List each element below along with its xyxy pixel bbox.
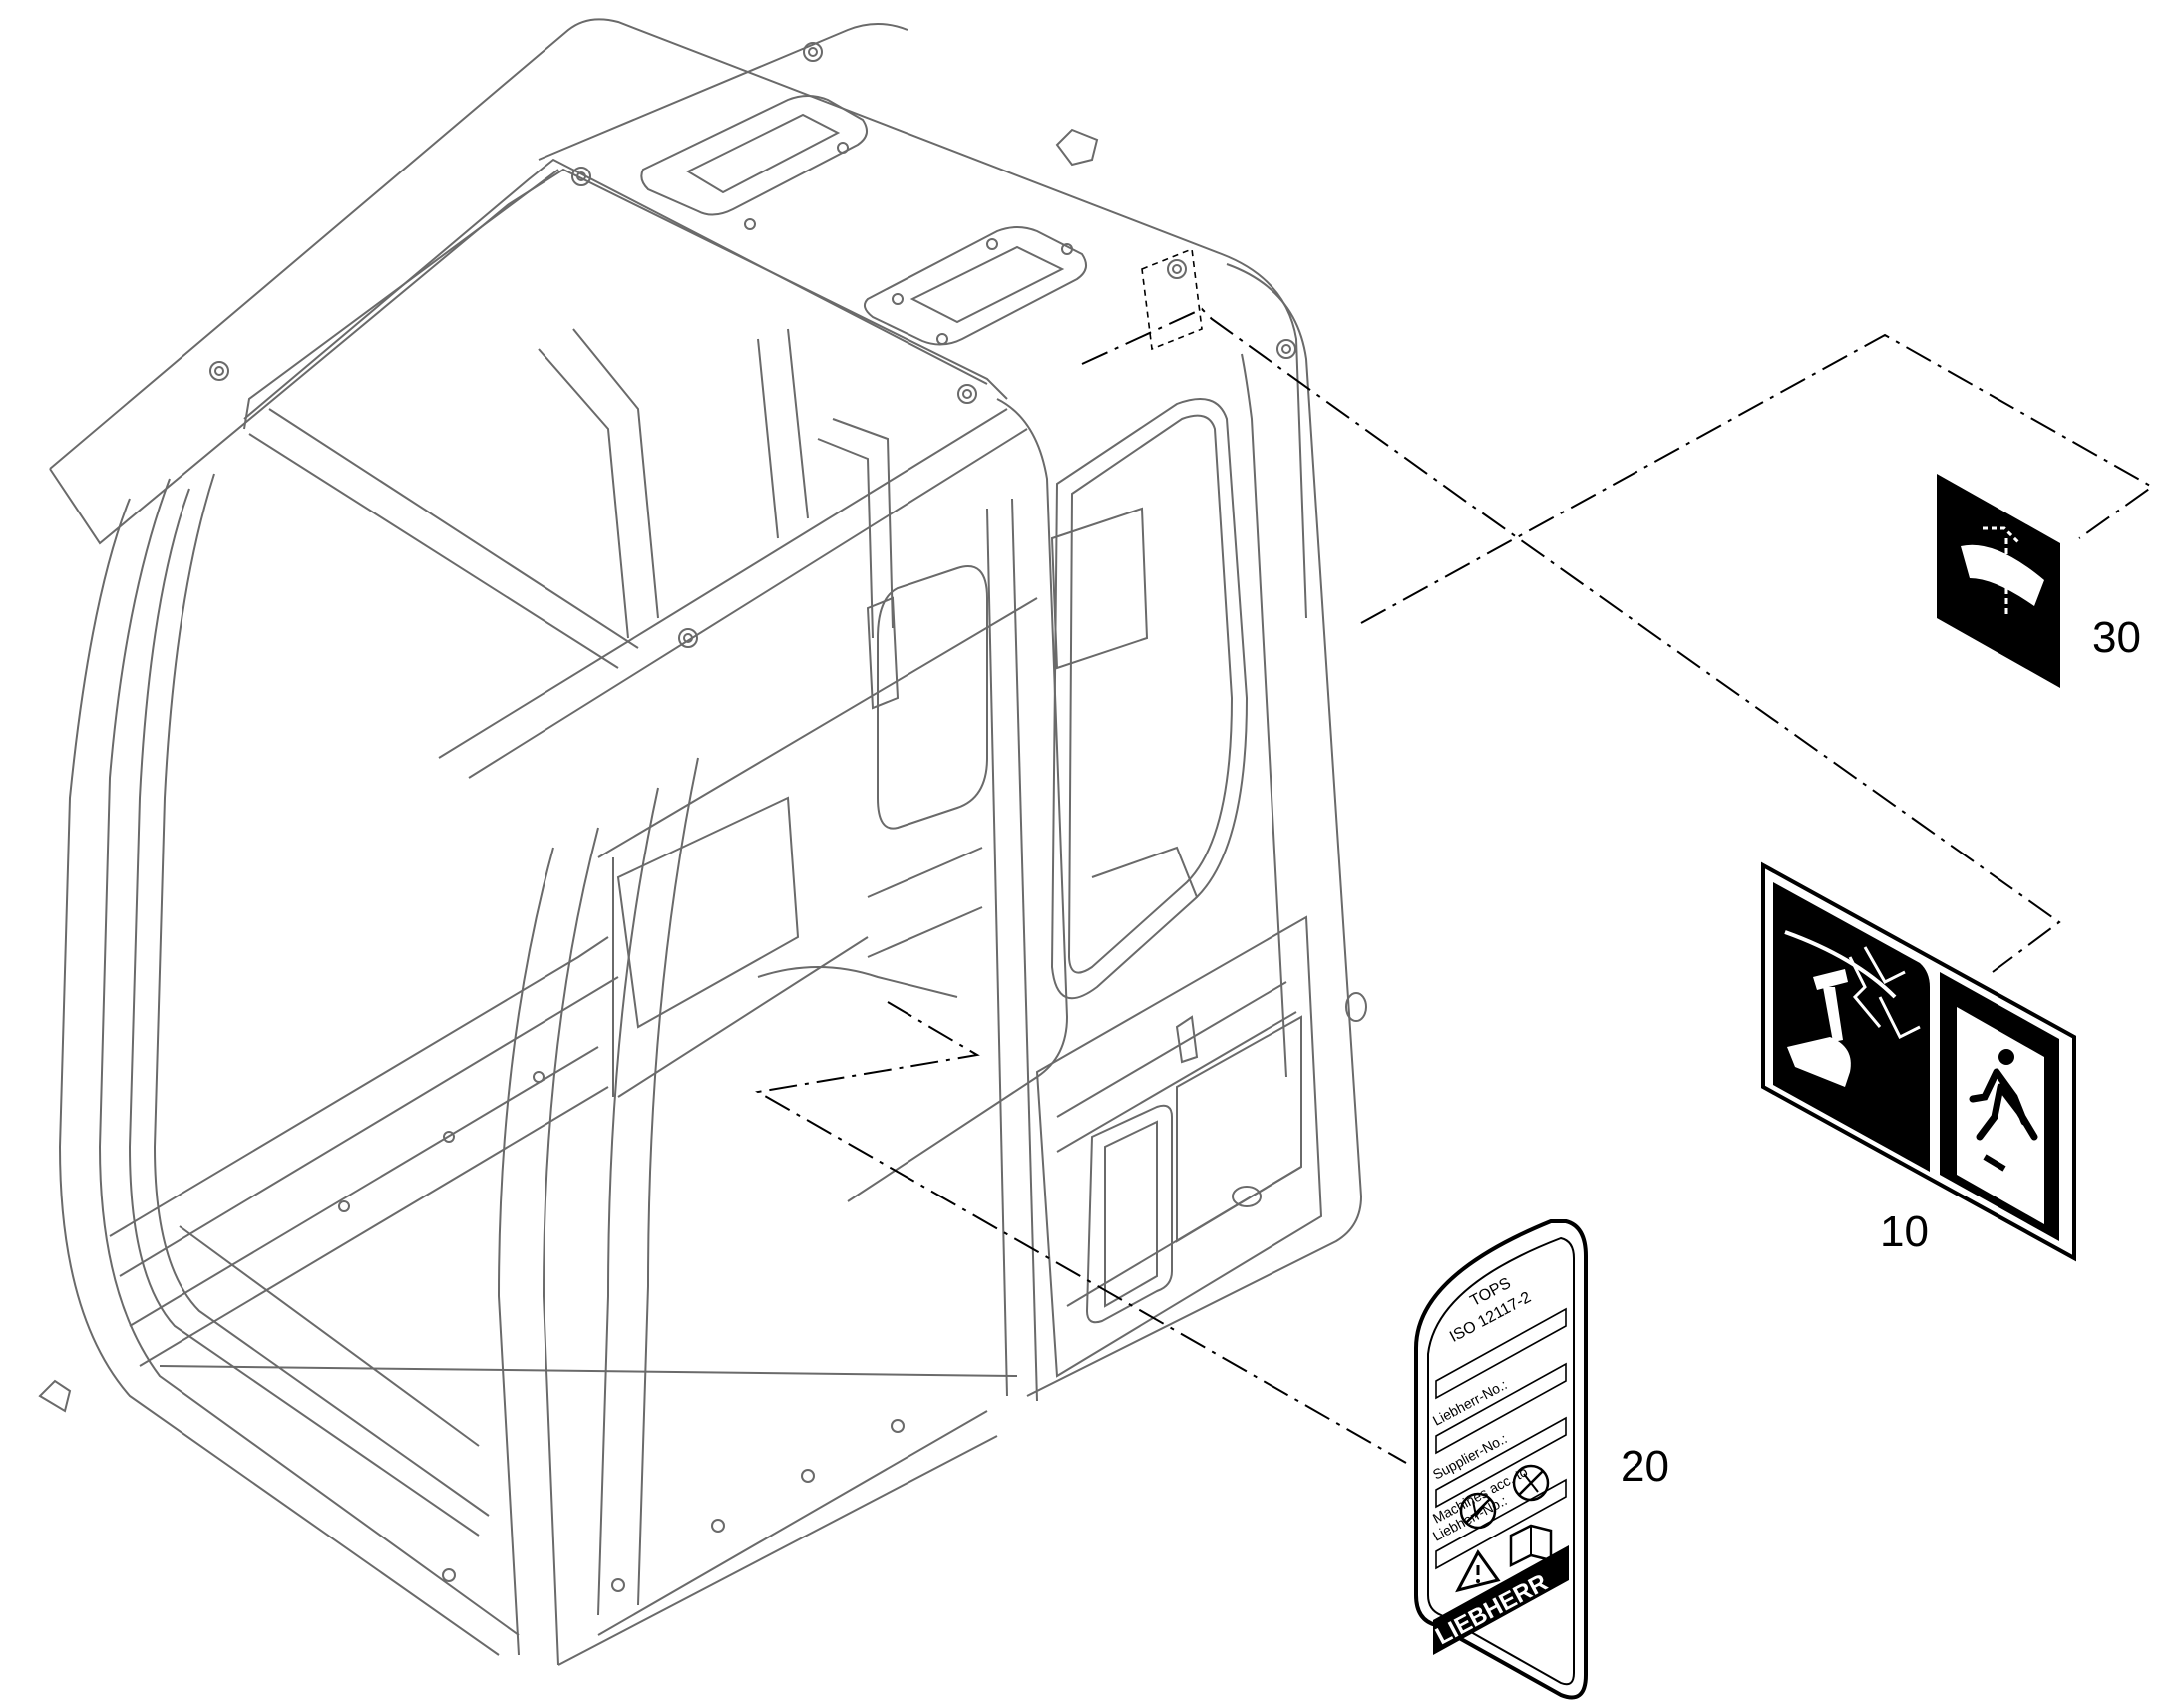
callout-30: 30 <box>2092 613 2141 662</box>
decal-30 <box>1937 474 2060 688</box>
no-drilling-icon <box>1512 1464 1550 1502</box>
plate-20: TOPS ISO 12117-2 Liebherr-No.: Supplier-… <box>1414 1219 1588 1700</box>
brand-bar <box>1433 1545 1569 1655</box>
leader-lines <box>755 307 2154 1464</box>
hammer-break-glass-icon <box>1784 930 1921 1087</box>
callout-10: 10 <box>1880 1207 1929 1256</box>
warning-triangle-icon <box>1455 1549 1501 1593</box>
wiper-washer-icon <box>1961 526 2044 618</box>
no-welding-icon <box>1459 1492 1497 1530</box>
cab-frame <box>38 18 1367 1666</box>
emergency-exit-icon <box>1957 1007 2044 1224</box>
hidden-outline <box>1141 247 1203 351</box>
callout-20: 20 <box>1621 1442 1669 1491</box>
decal-10 <box>1761 861 2076 1262</box>
